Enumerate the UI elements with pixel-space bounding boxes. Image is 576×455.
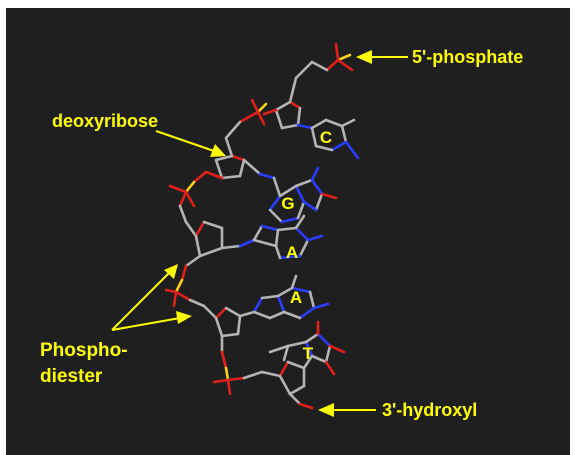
arrowhead-phosphodiester-upper — [164, 264, 178, 279]
molecule-model — [164, 42, 360, 410]
base-ring-g — [258, 166, 338, 224]
arrowhead-3prime — [318, 403, 334, 417]
base-letter-a-upper: A — [286, 243, 298, 262]
sugar-ring-3 — [180, 220, 242, 282]
background-panel — [6, 8, 570, 455]
phosphate-group-4 — [164, 278, 218, 320]
label-3prime-hydroxyl: 3'-hydroxyl — [382, 400, 477, 420]
base-letter-g: G — [281, 194, 294, 213]
phosphate-group-2 — [224, 98, 268, 158]
annotation-arrows — [111, 50, 408, 417]
base-letter-t: T — [303, 344, 314, 363]
phosphate-group-5prime — [288, 42, 354, 104]
arrowhead-deoxyribose — [210, 144, 226, 157]
label-diester: diester — [40, 366, 103, 387]
annotation-labels: 5'-phosphate deoxyribose Phospho- dieste… — [40, 47, 523, 420]
base-ring-c — [310, 118, 360, 160]
arrow-deoxyribose — [155, 130, 215, 152]
label-deoxyribose: deoxyribose — [52, 111, 158, 131]
label-phospho: Phospho- — [40, 340, 128, 361]
phosphate-group-3 — [168, 180, 198, 238]
label-5prime-phosphate: 5'-phosphate — [412, 47, 523, 67]
base-ring-t — [268, 320, 346, 376]
arrowhead-phosphodiester-lower — [176, 311, 192, 324]
sugar-ring-1 — [262, 100, 314, 130]
base-ring-a-upper — [238, 214, 324, 260]
arrow-phosphodiester-lower — [111, 317, 181, 331]
phosphate-group-5 — [212, 366, 282, 396]
sugar-ring-5 — [278, 354, 314, 410]
arrow-phosphodiester-upper — [111, 271, 171, 331]
base-letter-a-lower: A — [290, 288, 302, 307]
sugar-ring-2 — [192, 154, 262, 184]
base-letter-c: C — [320, 128, 332, 147]
sugar-ring-4 — [214, 306, 256, 370]
arrowhead-5prime — [356, 50, 372, 64]
base-ring-a-lower — [252, 274, 330, 320]
base-letters: C G A A T — [281, 128, 332, 363]
